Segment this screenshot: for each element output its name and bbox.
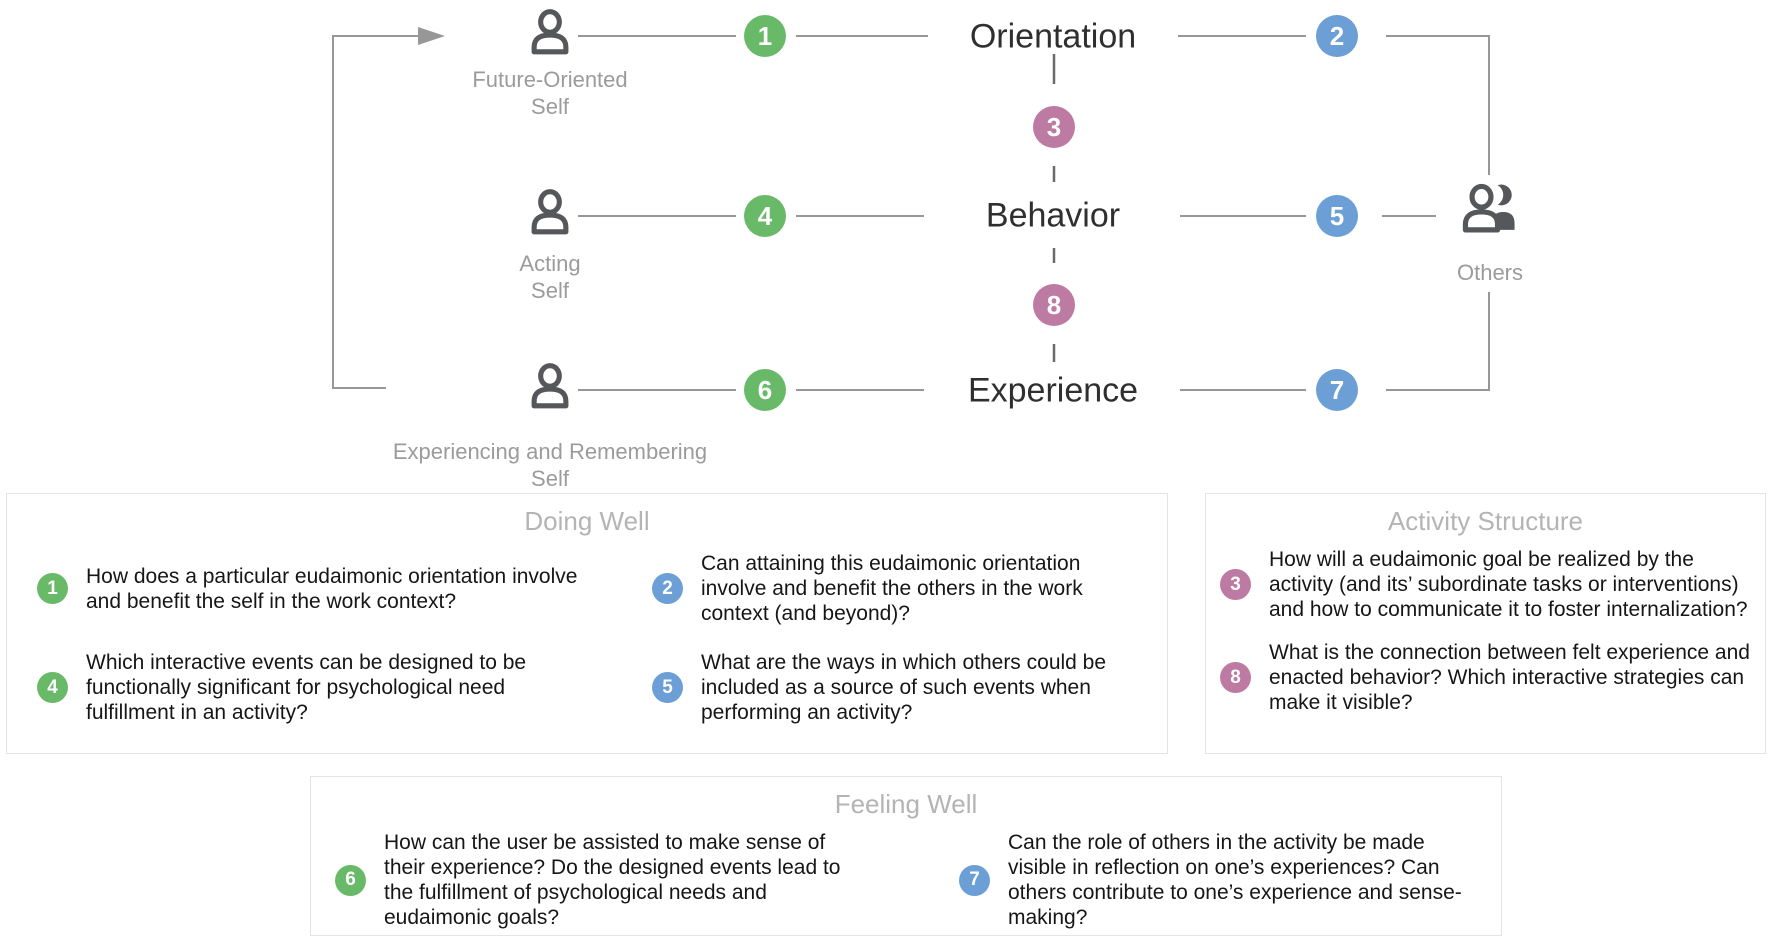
panel-doing-well: Doing Well 1 How does a particular eudai… xyxy=(6,493,1168,754)
node-experience: Experience xyxy=(967,371,1139,410)
question-item-6: 6 How can the user be assisted to make s… xyxy=(335,830,935,930)
bracket-right-top xyxy=(1386,35,1490,175)
label-experiencing-remembering-self: Experiencing and Remembering Self xyxy=(392,439,708,491)
question-item-4: 4 Which interactive events can be design… xyxy=(37,650,622,725)
badge-7: 7 xyxy=(959,864,990,896)
badge-6: 6 xyxy=(335,864,366,896)
badge-4: 4 xyxy=(37,672,68,703)
badge-5: 5 xyxy=(652,672,683,703)
diagram-circle-8: 8 xyxy=(1033,284,1075,326)
question-text-1: How does a particular eudaimonic orienta… xyxy=(86,564,578,613)
badge-3: 3 xyxy=(1220,569,1251,600)
question-item-5: 5 What are the ways in which others coul… xyxy=(652,650,1149,725)
badge-2: 2 xyxy=(652,573,683,604)
question-text-4: Which interactive events can be designed… xyxy=(86,651,527,724)
label-others: Others xyxy=(1456,260,1524,285)
question-item-3: 3 How will a eudaimonic goal be realized… xyxy=(1220,547,1751,622)
diagram-circle-4: 4 xyxy=(744,195,786,237)
question-item-8: 8 What is the connection between felt ex… xyxy=(1220,640,1751,715)
question-item-1: 1 How does a particular eudaimonic orien… xyxy=(37,551,622,626)
diagram-circle-6: 6 xyxy=(744,369,786,411)
person-icon xyxy=(531,9,569,55)
doing-well-items: 1 How does a particular eudaimonic orien… xyxy=(7,537,1167,725)
question-text-8: What is the connection between felt expe… xyxy=(1269,641,1750,714)
diagram-circle-1: 1 xyxy=(744,15,786,57)
person-icon xyxy=(531,363,569,409)
diagram-circle-2: 2 xyxy=(1316,15,1358,57)
question-text-3: How will a eudaimonic goal be realized b… xyxy=(1269,548,1748,621)
diagram-circle-3: 3 xyxy=(1033,106,1075,148)
question-text-7: Can the role of others in the activity b… xyxy=(1008,831,1462,929)
badge-8: 8 xyxy=(1220,662,1251,693)
arrowhead-icon xyxy=(418,27,445,45)
people-icon xyxy=(1462,183,1515,233)
panel-title-feeling-well: Feeling Well xyxy=(834,789,978,819)
badge-1: 1 xyxy=(37,573,68,604)
label-future-oriented-self: Future-Oriented Self xyxy=(472,67,628,119)
question-text-2: Can attaining this eudaimonic orientatio… xyxy=(701,552,1083,625)
panel-title-doing-well: Doing Well xyxy=(524,506,650,536)
panel-feeling-well: Feeling Well 6 How can the user be assis… xyxy=(310,776,1502,936)
label-acting-self: Acting Self xyxy=(519,251,581,303)
question-item-2: 2 Can attaining this eudaimonic orientat… xyxy=(652,551,1149,626)
bracket-right-bottom xyxy=(1386,292,1490,391)
diagram-circle-5: 5 xyxy=(1316,195,1358,237)
panel-title-activity-structure: Activity Structure xyxy=(1387,506,1584,536)
feeling-well-items: 6 How can the user be assisted to make s… xyxy=(311,820,1501,930)
diagram-circle-7: 7 xyxy=(1316,369,1358,411)
question-text-5: What are the ways in which others could … xyxy=(701,651,1107,724)
question-text-6: How can the user be assisted to make sen… xyxy=(384,831,841,929)
connector-lines xyxy=(332,27,1490,391)
question-item-7: 7 Can the role of others in the activity… xyxy=(959,830,1487,930)
node-behavior: Behavior xyxy=(985,196,1121,235)
person-icon xyxy=(531,189,569,235)
node-orientation: Orientation xyxy=(969,17,1137,56)
feedback-loop-line xyxy=(332,35,418,389)
panel-activity-structure: Activity Structure 3 How will a eudaimon… xyxy=(1205,493,1766,754)
activity-structure-items: 3 How will a eudaimonic goal be realized… xyxy=(1206,537,1765,715)
